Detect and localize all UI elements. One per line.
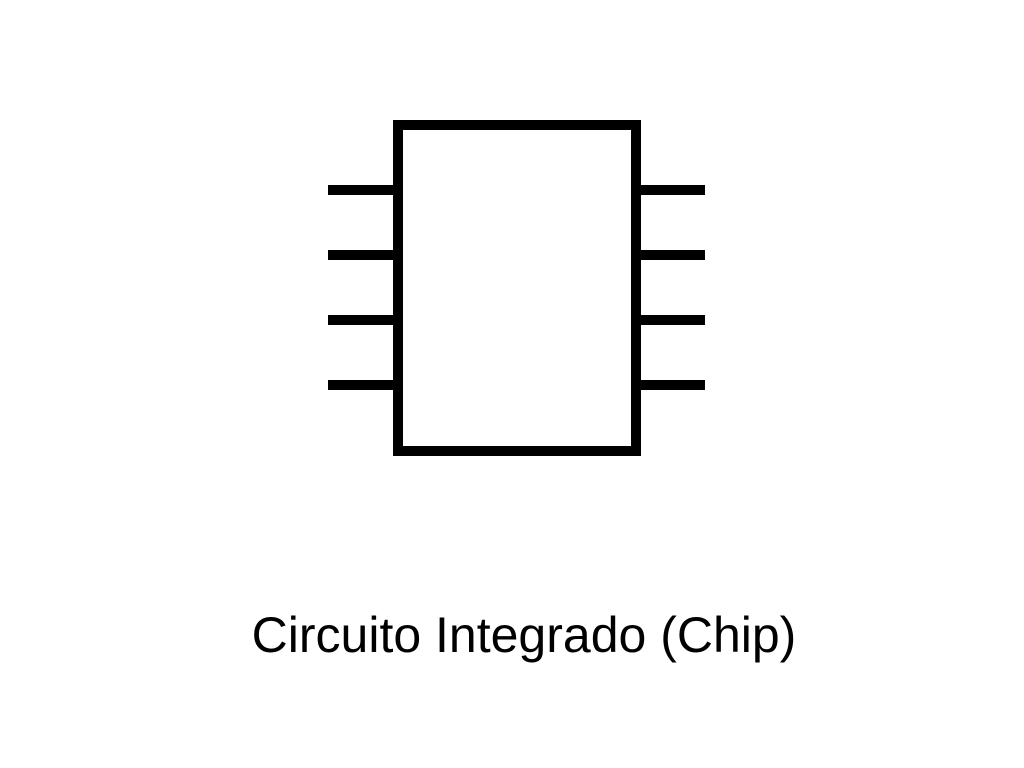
left-pins bbox=[328, 185, 400, 390]
right-pins bbox=[634, 185, 705, 390]
caption: Circuito Integrado (Chip) bbox=[251, 607, 797, 663]
chip-body bbox=[393, 120, 641, 456]
